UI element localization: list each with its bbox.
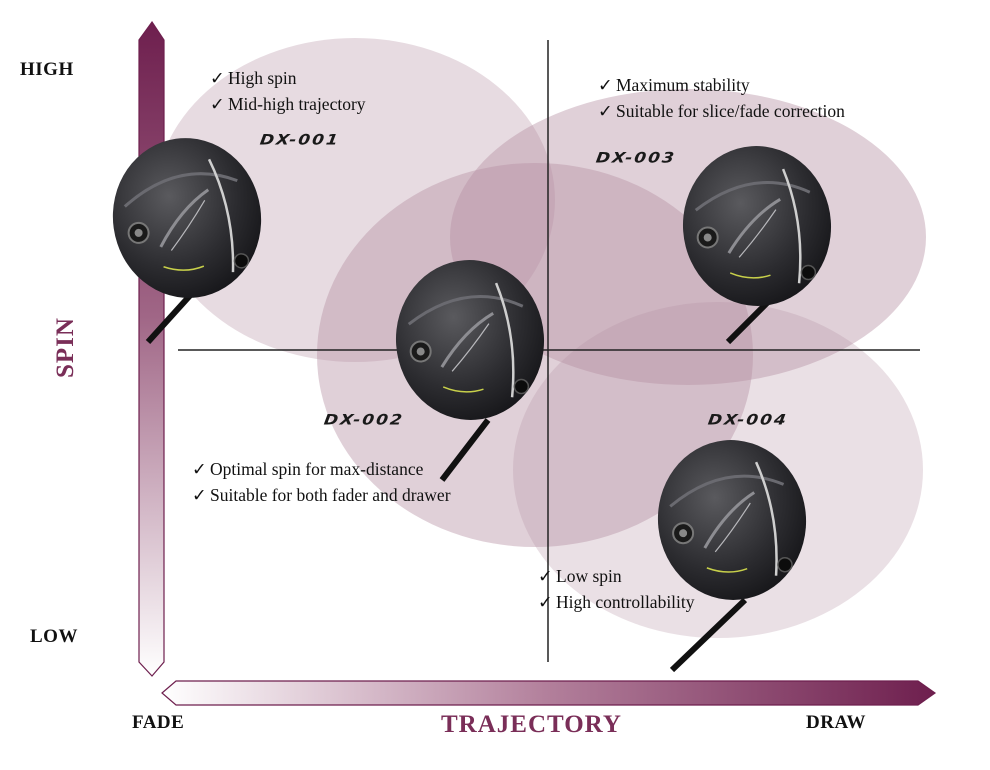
check-icon: ✓ — [598, 75, 613, 95]
check-icon: ✓ — [210, 94, 225, 114]
feature-text: Maximum stability — [616, 75, 750, 95]
features-dx-003: ✓Maximum stability ✓Suitable for slice/f… — [598, 72, 845, 124]
check-icon: ✓ — [538, 566, 553, 586]
driver-dx-003-image — [676, 139, 838, 345]
feature-text: High spin — [228, 68, 297, 88]
feature-text: Suitable for slice/fade correction — [616, 101, 845, 121]
spin-high-label: HIGH — [20, 59, 74, 80]
trajectory-axis-arrow — [161, 680, 937, 706]
draw-label: DRAW — [806, 712, 867, 733]
model-name-dx-001: DX-001 — [258, 131, 341, 149]
model-name-dx-004: DX-004 — [706, 411, 789, 429]
feature-text: Low spin — [556, 566, 622, 586]
spin-low-label: LOW — [30, 626, 78, 647]
trajectory-axis-title: TRAJECTORY — [441, 711, 622, 738]
check-icon: ✓ — [210, 68, 225, 88]
driver-dx-004-image — [648, 431, 816, 673]
model-name-dx-003: DX-003 — [594, 149, 677, 167]
feature-text: Optimal spin for max-distance — [210, 459, 424, 479]
driver-dx-001-image — [101, 126, 273, 345]
driver-dx-002-image — [389, 253, 551, 482]
feature-text: Mid-high trajectory — [228, 94, 366, 114]
features-dx-002: ✓Optimal spin for max-distance ✓Suitable… — [192, 456, 451, 508]
check-icon: ✓ — [192, 459, 207, 479]
feature-text: High controllability — [556, 592, 695, 612]
features-dx-001: ✓High spin ✓Mid-high trajectory — [210, 65, 366, 117]
spin-axis-title: SPIN — [52, 317, 79, 378]
check-icon: ✓ — [538, 592, 553, 612]
features-dx-004: ✓Low spin ✓High controllability — [538, 563, 695, 615]
check-icon: ✓ — [192, 485, 207, 505]
model-name-dx-002: DX-002 — [322, 411, 405, 429]
check-icon: ✓ — [598, 101, 613, 121]
fade-label: FADE — [132, 712, 185, 733]
spin-axis-arrow — [138, 20, 165, 677]
feature-text: Suitable for both fader and drawer — [210, 485, 451, 505]
